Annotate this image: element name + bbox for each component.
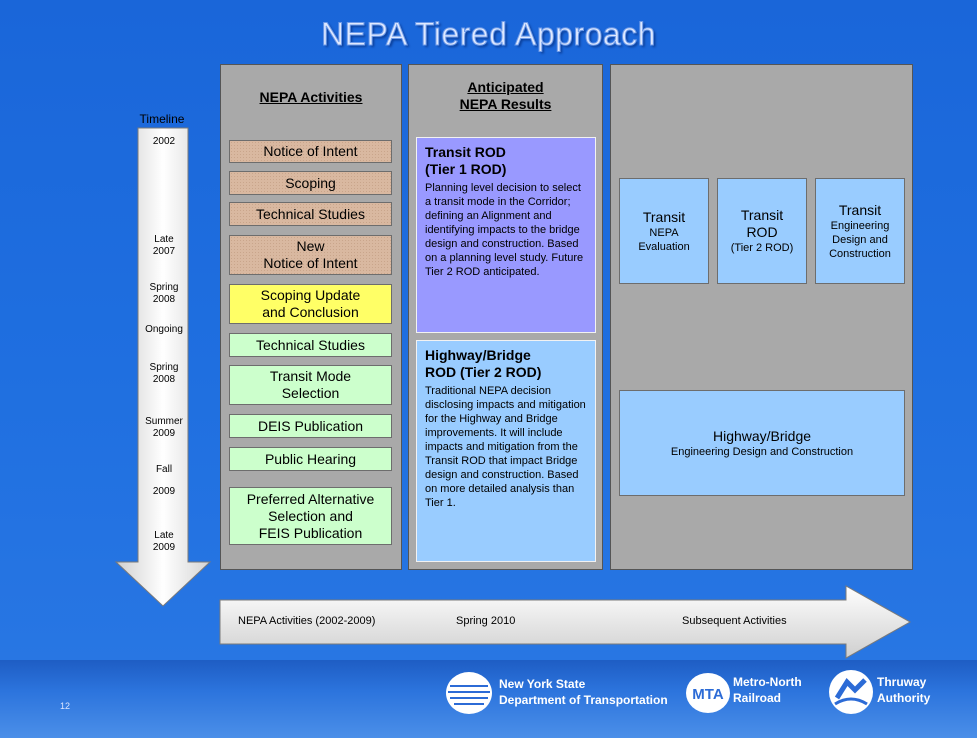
timeline-mark: 2002 [152,136,176,147]
timeline-mark: Spring 2008 [149,282,179,305]
svg-text:MTA: MTA [692,686,724,703]
slide-title: NEPA Tiered Approach [321,16,656,53]
transit-rod-box: Transit ROD (Tier 1 ROD) Planning level … [416,137,596,333]
highway-rod-title: Highway/Bridge ROD (Tier 2 ROD) [425,347,542,380]
highway-line1: Highway/Bridge [712,427,812,444]
timeline-mark: Late 2007 [152,234,176,257]
activity-preferred-alternative: Preferred Alternative Selection and FEIS… [229,487,392,545]
transit-nepa-evaluation-box: Transit NEPA Evaluation [619,178,709,284]
nepa-results-header-line2: NEPA Results [459,96,552,112]
activity-technical-studies: Technical Studies [229,202,392,226]
timeline-mark: Ongoing [145,324,183,335]
transit-rod-line2: (Tier 2 ROD) [730,242,794,254]
arrow-label-spring-2010: Spring 2010 [456,615,516,627]
activities-arrow [219,585,912,659]
timeline-mark: 2009 [152,486,176,497]
activity-scoping: Scoping [229,171,392,195]
activity-new-notice-of-intent: New Notice of Intent [229,235,392,275]
transit-rod-tier2-box: Transit ROD (Tier 2 ROD) [717,178,807,284]
activity-scoping-update: Scoping Update and Conclusion [229,284,392,324]
timeline-mark: Late 2009 [152,530,176,553]
mta-name: Metro-North Railroad [733,675,802,705]
transit-eng-line2: Engineering Design and Construction [829,219,891,260]
highway-bridge-box: Highway/Bridge Engineering Design and Co… [619,390,905,496]
timeline-label: Timeline [139,112,185,126]
activity-public-hearing: Public Hearing [229,447,392,471]
nepa-activities-header: NEPA Activities [259,89,363,105]
highway-rod-box: Highway/Bridge ROD (Tier 2 ROD) Traditio… [416,340,596,562]
nepa-results-header-line1: Anticipated [467,79,544,95]
page-number: 12 [60,701,71,711]
highway-rod-body: Traditional NEPA decision disclosing imp… [425,385,586,509]
arrow-label-nepa: NEPA Activities (2002-2009) [238,615,376,627]
activity-technical-studies-2: Technical Studies [229,333,392,357]
transit-engineering-box: Transit Engineering Design and Construct… [815,178,905,284]
transit-eval-line2: NEPA Evaluation [638,226,690,253]
nysdot-name: New York State Department of Transportat… [499,677,668,707]
timeline-mark: Fall [155,464,173,475]
transit-rod-body: Planning level decision to select a tran… [425,182,584,278]
highway-line2: Engineering Design and Construction [670,445,854,458]
thruway-logo-icon [829,670,873,714]
timeline-arrow [114,127,212,607]
transit-rod-line1: Transit ROD [740,207,784,240]
nysdot-logo-icon [446,672,492,714]
timeline-mark: Summer 2009 [145,416,183,439]
mta-logo-icon: MTA [686,673,730,713]
transit-rod-title: Transit ROD (Tier 1 ROD) [425,144,507,177]
activity-notice-of-intent: Notice of Intent [229,140,392,163]
timeline-mark: Spring 2008 [149,362,179,385]
transit-eng-line1: Transit [838,201,882,218]
activity-transit-mode-selection: Transit Mode Selection [229,365,392,405]
transit-eval-line1: Transit [642,208,686,225]
arrow-label-subsequent: Subsequent Activities [682,615,787,627]
activity-deis-publication: DEIS Publication [229,414,392,438]
thruway-name: Thruway Authority [877,675,931,705]
